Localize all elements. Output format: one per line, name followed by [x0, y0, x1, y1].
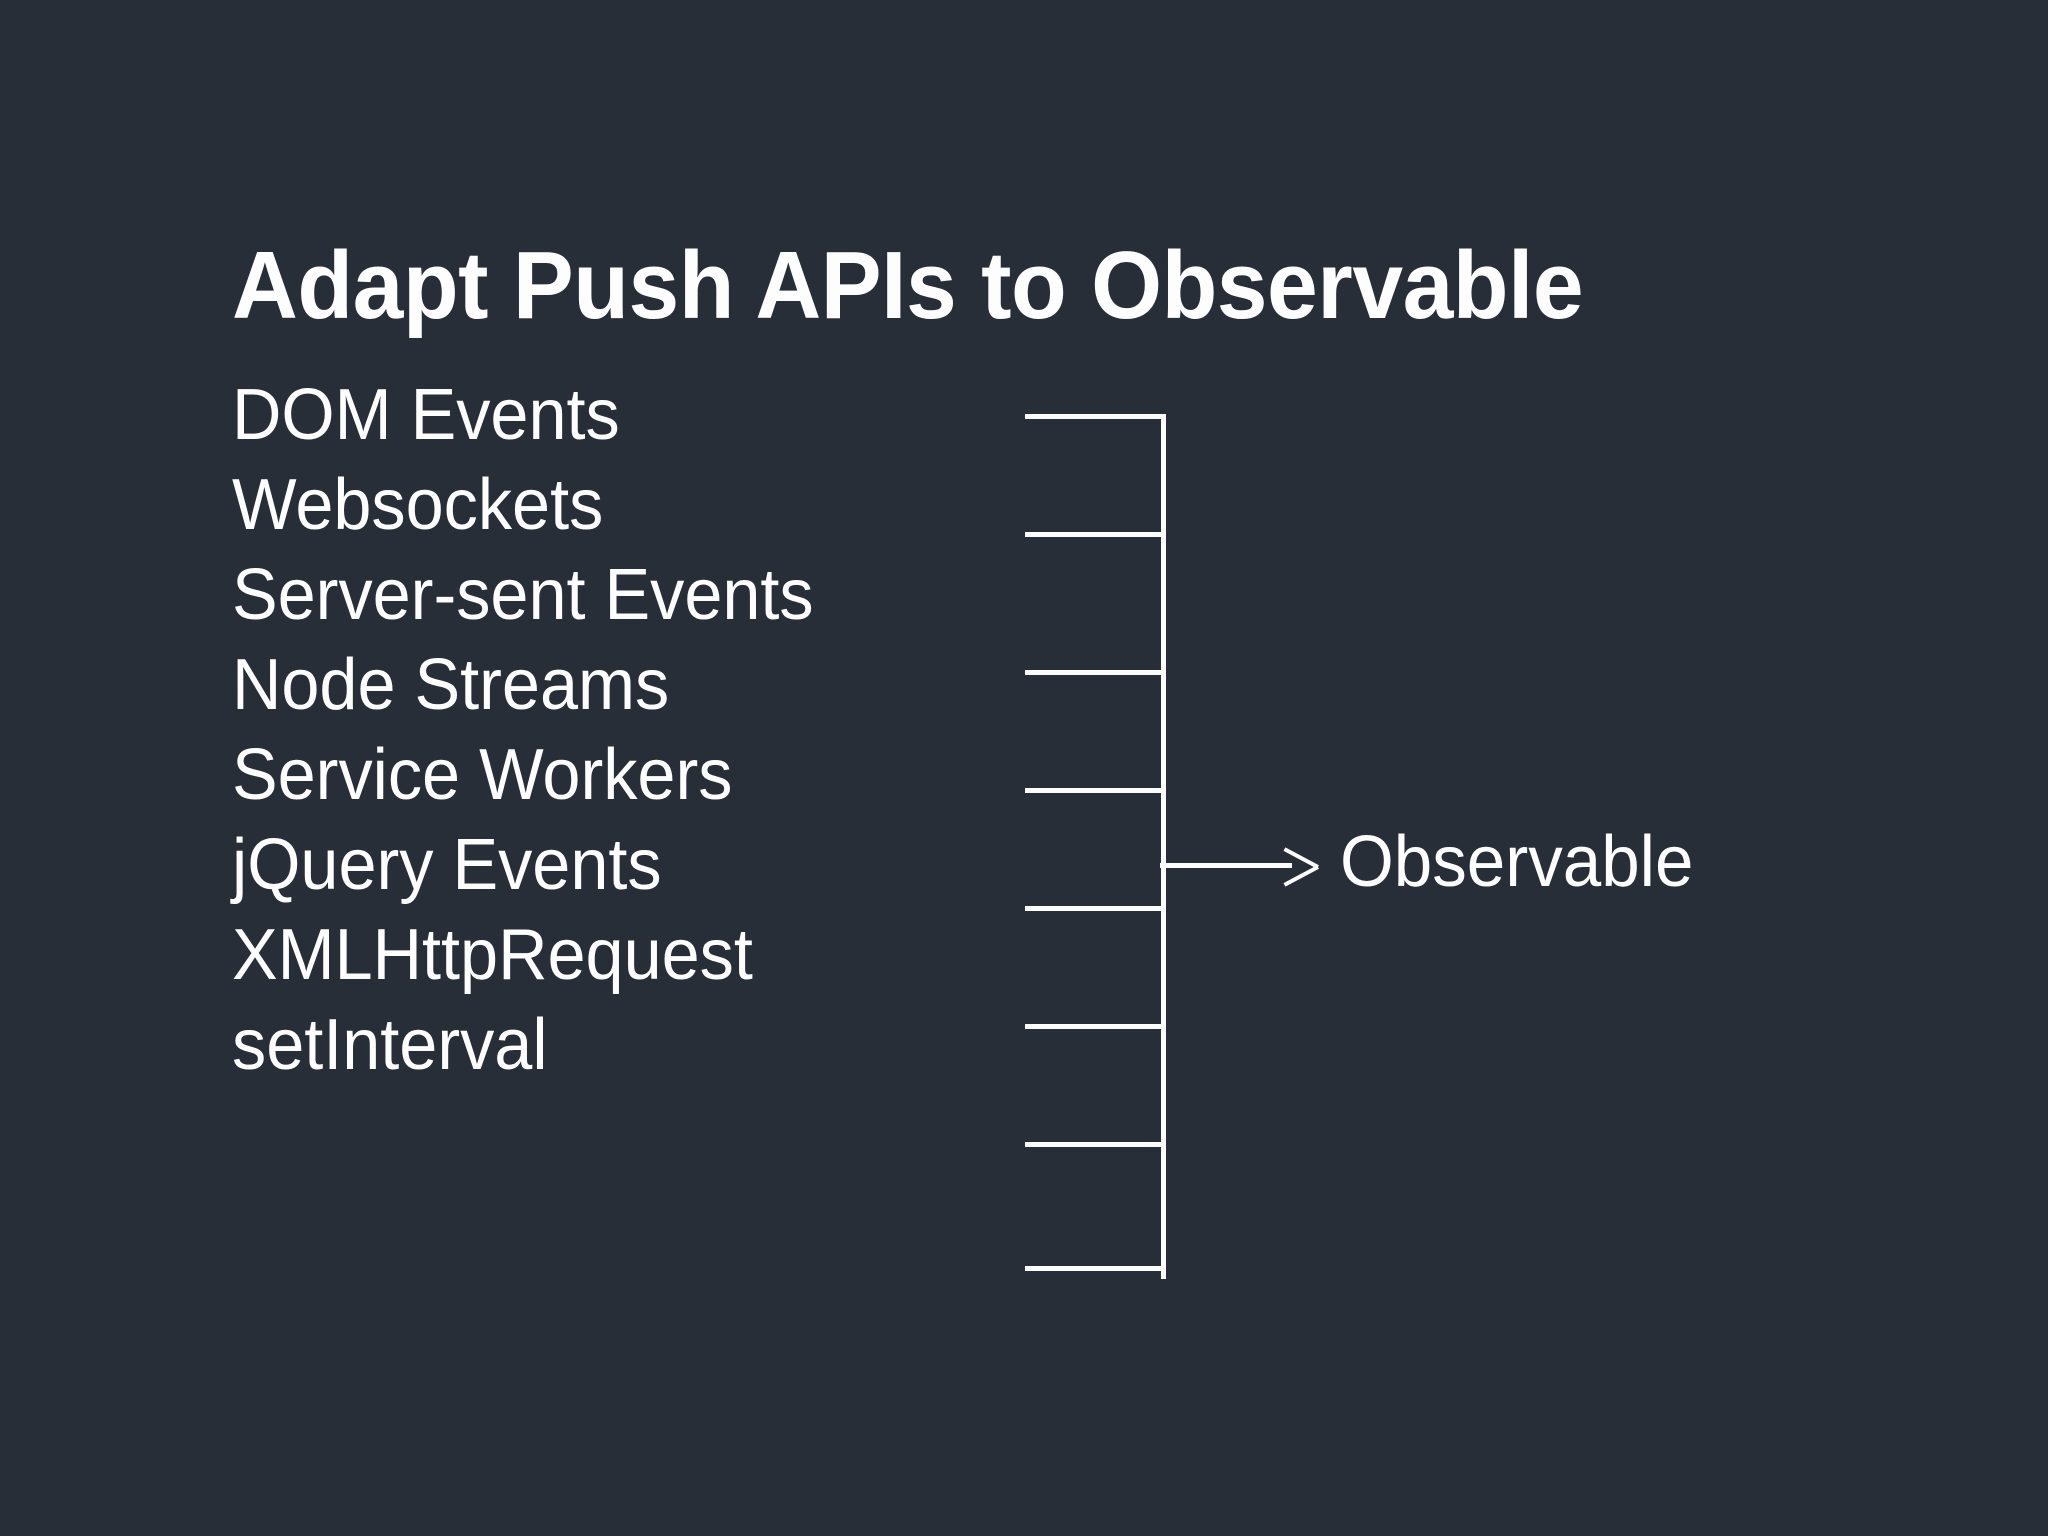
- brace-tick: [1025, 1024, 1166, 1029]
- brace-tick: [1025, 906, 1166, 911]
- brace-tick: [1025, 788, 1166, 793]
- list-item: DOM Events: [232, 370, 1032, 460]
- source-label: Service Workers: [232, 735, 733, 815]
- source-api-list: DOM Events Websockets Server-sent Events…: [232, 370, 1032, 1090]
- brace-tick: [1025, 670, 1166, 675]
- list-item: jQuery Events: [232, 820, 1032, 910]
- list-item: Node Streams: [232, 640, 1032, 730]
- list-item: XMLHttpRequest: [232, 910, 1032, 1000]
- source-label: Server-sent Events: [232, 555, 814, 635]
- arrow-head: [1280, 847, 1319, 887]
- brace-connector: [1020, 405, 1170, 1285]
- brace-tick: [1025, 1266, 1166, 1271]
- list-item: Service Workers: [232, 730, 1032, 820]
- list-item: Server-sent Events: [232, 550, 1032, 640]
- arrow-right-icon: [1160, 840, 1320, 892]
- page-title: Adapt Push APIs to Observable: [232, 232, 1584, 340]
- arrow-shaft: [1160, 863, 1292, 868]
- source-label: Websockets: [232, 465, 604, 545]
- source-label: jQuery Events: [232, 825, 662, 905]
- list-item: setInterval: [232, 1000, 1032, 1090]
- source-label: setInterval: [232, 1005, 548, 1085]
- source-label: DOM Events: [232, 375, 620, 455]
- brace-tick: [1025, 414, 1166, 419]
- list-item: Websockets: [232, 460, 1032, 550]
- arrow-head-barb-lower: [1283, 847, 1319, 869]
- brace-tick: [1025, 1142, 1166, 1147]
- source-label: XMLHttpRequest: [232, 915, 753, 995]
- source-label: Node Streams: [232, 645, 670, 725]
- target-label-observable: Observable: [1340, 822, 1694, 902]
- arrow-head-barb-upper: [1283, 865, 1319, 887]
- brace-tick: [1025, 532, 1166, 537]
